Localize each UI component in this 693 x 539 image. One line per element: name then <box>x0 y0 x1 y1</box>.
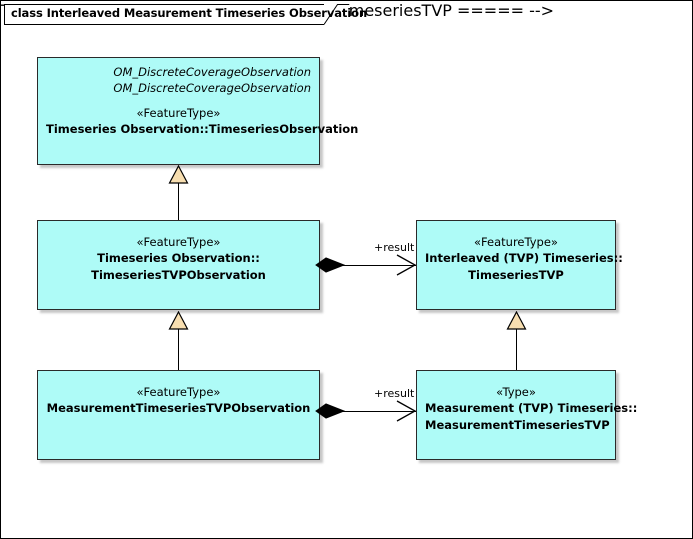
stereotype-label: «FeatureType» <box>474 235 558 249</box>
supertype-line-2: OM_DiscreteCoverageObservation <box>113 81 311 95</box>
association-line-result-upper <box>340 265 416 266</box>
page-title: class Interleaved Measurement Timeseries… <box>11 6 368 20</box>
association-label-result-lower: +result <box>374 387 415 400</box>
association-arrowhead-icon-upper <box>395 253 417 277</box>
class-name-line-2: TimeseriesTVPObservation <box>91 268 266 282</box>
class-box-measurement-timeseries-tvp[interactable]: «Type» Measurement (TVP) Timeseries:: Me… <box>416 370 638 460</box>
class-box-timeseries-tvp[interactable]: «FeatureType» Interleaved (TVP) Timeseri… <box>416 220 623 310</box>
class-name-line-1: Timeseries Observation::TimeseriesObserv… <box>46 122 359 136</box>
diagram-title-tab <box>4 4 324 25</box>
stereotype-label: «FeatureType» <box>136 235 221 249</box>
stereotype-label: «Type» <box>496 385 536 399</box>
association-line-result-lower <box>340 411 416 412</box>
class-box-timeseries-tvp-observation[interactable]: «FeatureType» Timeseries Observation:: T… <box>37 220 320 310</box>
class-box-timeseries-observation[interactable]: OM_DiscreteCoverageObservation OM_Discre… <box>37 57 359 165</box>
class-name-line-2: TimeseriesTVP <box>468 268 564 282</box>
composition-diamond-icon-lower <box>315 402 345 420</box>
class-name-line-2: MeasurementTimeseriesTVP <box>425 418 610 432</box>
supertype-line-1: OM_DiscreteCoverageObservation <box>113 65 311 79</box>
stereotype-label: «FeatureType» <box>136 385 221 399</box>
association-arrowhead-icon-lower <box>395 399 417 423</box>
composition-diamond-icon-upper <box>315 256 345 274</box>
class-name-line-1: MeasurementTimeseriesTVPObservation <box>46 401 311 415</box>
generalization-line-right-lower <box>516 329 517 370</box>
generalization-line-left-upper <box>178 183 179 220</box>
class-name-line-1: Measurement (TVP) Timeseries:: <box>425 401 638 415</box>
class-box-measurement-timeseries-tvp-observation[interactable]: «FeatureType» MeasurementTimeseriesTVPOb… <box>37 370 320 460</box>
generalization-line-left-lower <box>178 329 179 370</box>
association-label-result-upper: +result <box>374 241 415 254</box>
stereotype-label: «FeatureType» <box>136 106 221 120</box>
class-name-line-1: Timeseries Observation:: <box>97 251 260 265</box>
class-name-line-1: Interleaved (TVP) Timeseries:: <box>425 251 623 265</box>
diagram-title-tab-corner <box>324 4 350 25</box>
